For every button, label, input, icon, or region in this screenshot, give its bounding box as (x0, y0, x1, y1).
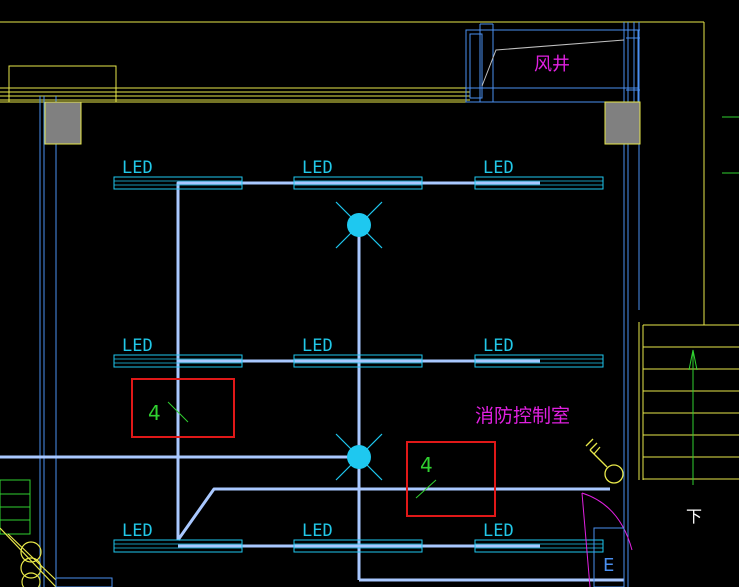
exit-mark: E (603, 555, 614, 576)
led-fixture-body (113, 176, 243, 190)
wire-count-2: 4 (420, 453, 433, 477)
led-label: LED (302, 336, 333, 356)
led-fixture-body (293, 539, 423, 553)
highlight-box-2 (406, 441, 496, 517)
stair-arrow (688, 116, 739, 485)
led-label: LED (122, 158, 153, 178)
led-fixture: LED (293, 336, 423, 368)
led-fixture: LED (293, 158, 423, 190)
door (581, 492, 633, 587)
led-label: LED (122, 336, 153, 356)
stair (643, 346, 739, 480)
led-fixture: LED (113, 158, 243, 190)
highlight-box-1 (131, 378, 235, 438)
bottom-left-box (55, 577, 113, 587)
stair-down-label: 下 (686, 507, 702, 526)
shaft-outline (481, 39, 625, 87)
walls-yellow (0, 21, 739, 480)
led-label: LED (302, 521, 333, 541)
walls-blue (39, 22, 640, 587)
wire-tick-1 (167, 401, 189, 423)
led-fixtures: LED LED LED LED LED LED LED LED LED (113, 158, 604, 553)
led-fixture: LED (293, 521, 423, 553)
led-fixture-body (113, 539, 243, 553)
conduits (0, 181, 624, 582)
led-fixture: LED (474, 158, 604, 190)
led-fixture-body (293, 176, 423, 190)
led-fixture-body (474, 176, 604, 190)
exit-frame (593, 527, 625, 587)
led-fixture: LED (474, 521, 604, 553)
led-fixture-body (293, 354, 423, 368)
wall-lamp-icon (585, 438, 624, 484)
wire-count-1: 4 (148, 401, 161, 425)
led-label: LED (122, 521, 153, 541)
wire-tick-2 (415, 479, 437, 499)
led-fixture: LED (113, 521, 243, 553)
led-label: LED (302, 158, 333, 178)
ceiling-lamp-top (335, 201, 383, 249)
room-label: 消防控制室 (475, 405, 570, 427)
led-fixture-body (474, 354, 604, 368)
ceiling-lamp-middle (335, 433, 383, 481)
shaft-label: 风井 (534, 54, 570, 75)
led-fixture: LED (113, 336, 243, 368)
left-fixture-icon (0, 527, 57, 587)
column-left (44, 101, 82, 145)
led-fixture-body (474, 539, 604, 553)
led-fixture: LED (474, 336, 604, 368)
led-fixture-body (113, 354, 243, 368)
led-label: LED (483, 521, 514, 541)
led-label: LED (483, 336, 514, 356)
left-equipment (0, 479, 31, 535)
column-right (604, 101, 641, 145)
led-label: LED (483, 158, 514, 178)
